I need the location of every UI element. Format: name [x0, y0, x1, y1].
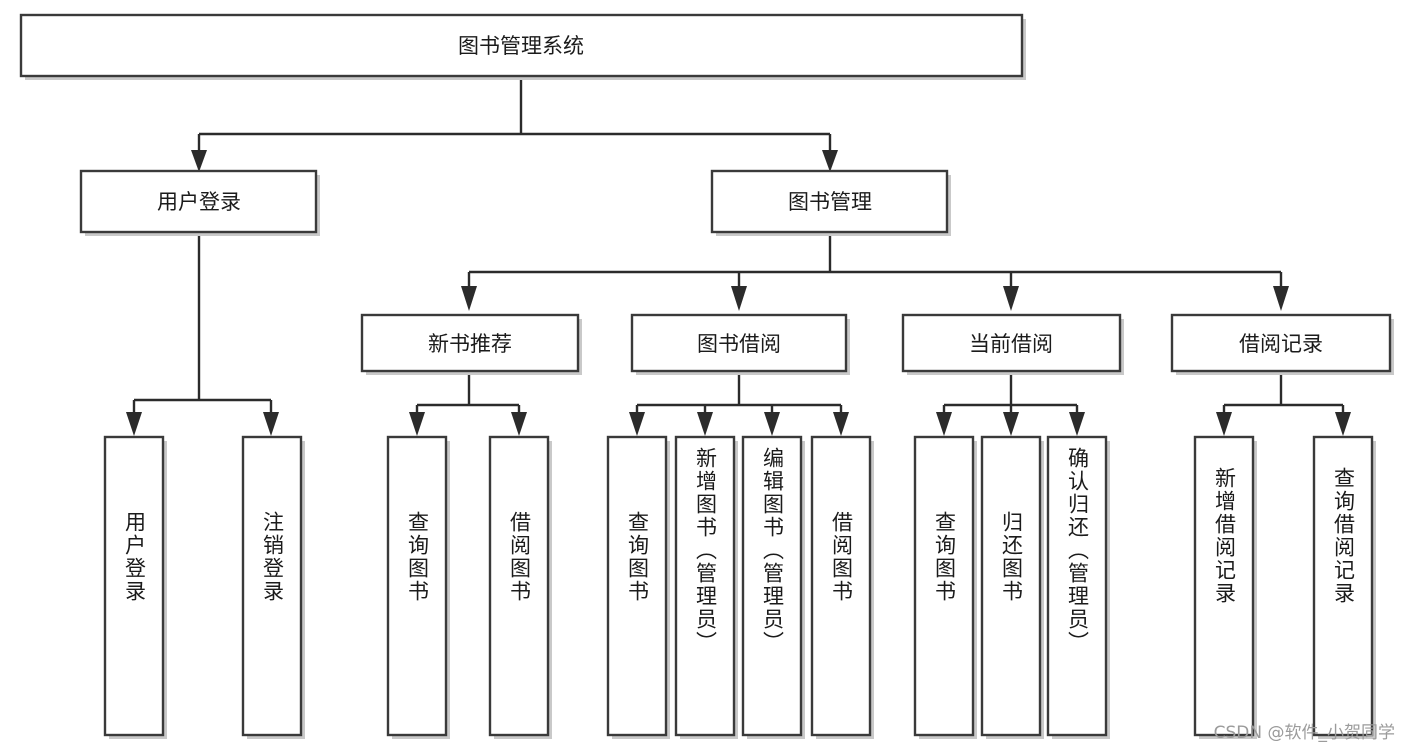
node-current-borrow[interactable]: 当前借阅: [901, 313, 1124, 375]
arrow-head-borrow-record: [1273, 286, 1289, 311]
arrow-head-leaf-return-book: [1003, 412, 1019, 436]
arrow-head-leaf-borrow-book-1: [511, 412, 527, 436]
node-book-borrow-box[interactable]: [630, 313, 848, 373]
node-borrow-record-label: 借阅记录: [1239, 332, 1323, 356]
leaf-return-book-box[interactable]: [980, 435, 1042, 737]
node-root-box[interactable]: [19, 13, 1024, 78]
node-user-login-label: 用户登录: [157, 190, 241, 214]
node-borrow-record-box[interactable]: [1170, 313, 1392, 373]
leaf-logout-box[interactable]: [241, 435, 303, 737]
node-user-login-box[interactable]: [79, 169, 318, 234]
node-book-management-box[interactable]: [710, 169, 949, 234]
node-book-management[interactable]: 图书管理: [710, 169, 951, 236]
node-new-book-recommend-box[interactable]: [360, 313, 580, 373]
node-book-management-label: 图书管理: [788, 190, 872, 214]
arrow-head-new-book-recommend: [461, 286, 477, 311]
node-new-book-recommend-label: 新书推荐: [428, 332, 512, 356]
leaf-query-record-box[interactable]: [1312, 435, 1374, 737]
leaf-confirm-return-box[interactable]: [1046, 435, 1108, 737]
arrow-head-book-management: [822, 150, 838, 172]
node-current-borrow-label: 当前借阅: [969, 332, 1053, 356]
connector-group: [126, 76, 1351, 436]
leaf-borrow-book-2-box[interactable]: [810, 435, 872, 737]
arrow-head-leaf-query-book-1: [409, 412, 425, 436]
leaf-borrow-book-1-box[interactable]: [488, 435, 550, 737]
arrow-head-leaf-query-book-3: [936, 412, 952, 436]
leaf-add-book-box[interactable]: [674, 435, 736, 737]
leaf-query-book-1-box[interactable]: [386, 435, 448, 737]
node-borrow-record[interactable]: 借阅记录: [1170, 313, 1394, 375]
arrow-head-current-borrow: [1003, 286, 1019, 311]
arrow-head-user-login: [191, 150, 207, 172]
leaf-user-login-box[interactable]: [103, 435, 165, 737]
arrow-head-leaf-logout: [263, 412, 279, 436]
node-user-login[interactable]: 用户登录: [79, 169, 320, 236]
arrow-head-leaf-query-record: [1335, 412, 1351, 436]
arrow-head-leaf-add-book: [697, 412, 713, 436]
arrow-head-leaf-query-book-2: [629, 412, 645, 436]
leaf-add-record-box[interactable]: [1193, 435, 1255, 737]
leaf-query-book-3-box[interactable]: [913, 435, 975, 737]
leaf-box-group: [103, 435, 1376, 739]
leaf-edit-book-box[interactable]: [741, 435, 803, 737]
leaf-query-book-2-box[interactable]: [606, 435, 668, 737]
node-root-label: 图书管理系统: [458, 34, 584, 58]
arrow-head-leaf-add-record: [1216, 412, 1232, 436]
arrow-head-leaf-edit-book: [764, 412, 780, 436]
node-root[interactable]: 图书管理系统: [19, 13, 1026, 80]
arrow-head-book-borrow: [731, 286, 747, 311]
node-book-borrow[interactable]: 图书借阅: [630, 313, 850, 375]
node-book-borrow-label: 图书借阅: [697, 332, 781, 356]
node-current-borrow-box[interactable]: [901, 313, 1122, 373]
arrow-head-leaf-borrow-book-2: [833, 412, 849, 436]
arrow-head-leaf-user-login: [126, 412, 142, 436]
node-new-book-recommend[interactable]: 新书推荐: [360, 313, 582, 375]
arrow-head-leaf-confirm-return: [1069, 412, 1085, 436]
